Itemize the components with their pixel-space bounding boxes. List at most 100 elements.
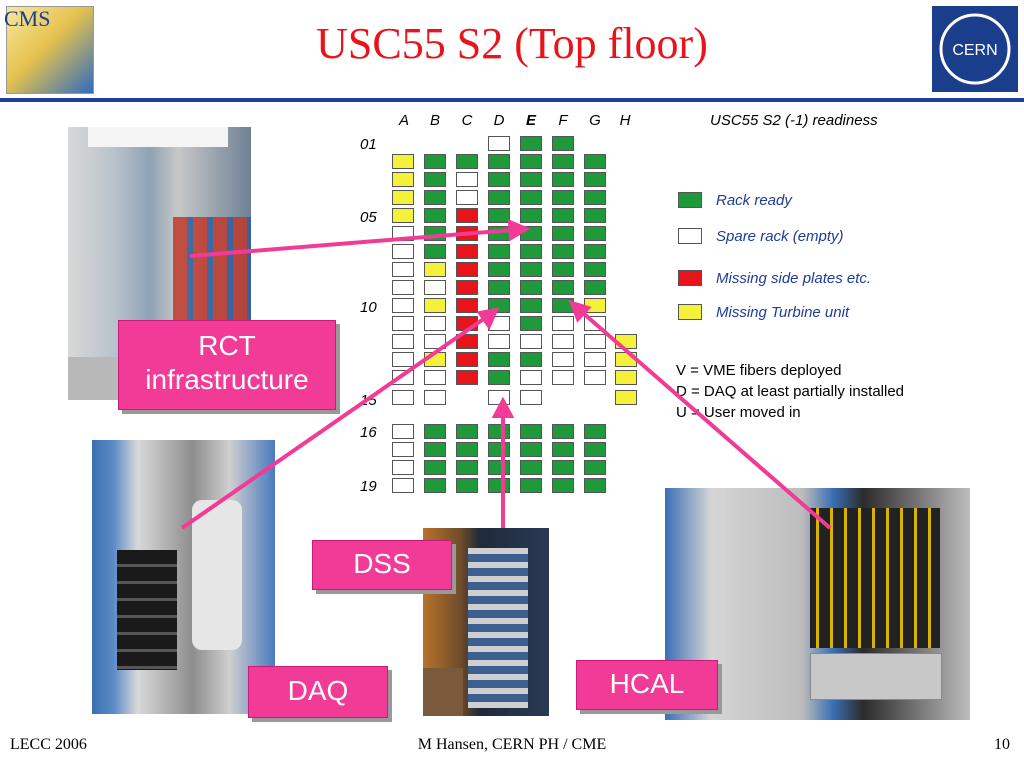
rack-cell	[424, 478, 446, 493]
slide-title: USC55 S2 (Top floor)	[316, 19, 708, 68]
legend-swatch-spare	[678, 228, 702, 244]
footer-event: LECC 2006	[10, 736, 87, 753]
rack-cell	[584, 460, 606, 475]
rack-cell	[424, 370, 446, 385]
rack-cell	[552, 280, 574, 295]
rack-cell	[424, 460, 446, 475]
rack-cell	[456, 478, 478, 493]
rack-cell	[615, 370, 637, 385]
column-label-h: H	[619, 112, 631, 129]
rack-cell	[456, 262, 478, 277]
rack-cell	[584, 334, 606, 349]
arrow-daq	[180, 316, 487, 530]
rack-cell	[520, 334, 542, 349]
cms-logo-text: CMS	[4, 6, 51, 31]
column-label-d: D	[493, 112, 505, 129]
rack-cell	[488, 190, 510, 205]
rack-cell	[615, 390, 637, 405]
rack-cell	[456, 298, 478, 313]
rack-cell	[520, 390, 542, 405]
rack-cell	[424, 154, 446, 169]
rack-cell	[584, 244, 606, 259]
cms-logo	[6, 6, 94, 94]
column-label-a: A	[398, 112, 409, 129]
rack-cell	[552, 370, 574, 385]
rack-cell	[520, 316, 542, 331]
arrow-hcal	[581, 311, 832, 530]
rack-cell	[392, 244, 414, 259]
rack-cell	[488, 172, 510, 187]
callout-daq: DAQ	[248, 666, 388, 718]
rack-cell	[392, 172, 414, 187]
rack-cell	[392, 298, 414, 313]
rack-cell	[552, 190, 574, 205]
rack-cell	[584, 226, 606, 241]
rack-cell	[520, 352, 542, 367]
rack-cell	[424, 334, 446, 349]
rack-cell	[584, 478, 606, 493]
rack-cell	[392, 316, 414, 331]
diagram-heading: USC55 S2 (-1) readiness	[710, 112, 878, 129]
rack-cell	[488, 352, 510, 367]
rack-cell	[456, 280, 478, 295]
legend-swatch-ready	[678, 192, 702, 208]
rack-cell	[488, 136, 510, 151]
rack-cell	[584, 352, 606, 367]
rack-cell	[392, 262, 414, 277]
legend-label-spare: Spare rack (empty)	[716, 228, 844, 245]
rack-cell	[424, 316, 446, 331]
rack-cell	[520, 478, 542, 493]
rack-cell	[584, 424, 606, 439]
rack-cell	[392, 424, 414, 439]
rack-cell	[520, 280, 542, 295]
rack-cell	[424, 244, 446, 259]
rack-cell	[424, 280, 446, 295]
rack-cell	[552, 460, 574, 475]
rack-cell	[392, 460, 414, 475]
footer-author: M Hansen, CERN PH / CME	[417, 736, 607, 753]
rack-cell	[552, 136, 574, 151]
rack-cell	[456, 172, 478, 187]
legend-label-ready: Rack ready	[716, 192, 792, 209]
rack-cell	[392, 208, 414, 223]
rack-cell	[456, 442, 478, 457]
arrow-dss-head	[491, 396, 515, 418]
rack-cell	[552, 334, 574, 349]
rack-cell	[456, 370, 478, 385]
row-label-01: 01	[360, 136, 377, 153]
rack-cell	[552, 208, 574, 223]
rack-cell	[520, 244, 542, 259]
rack-cell	[392, 190, 414, 205]
column-label-c: C	[461, 112, 473, 129]
rack-cell	[456, 190, 478, 205]
rack-cell	[424, 424, 446, 439]
cern-logo-text: CERN	[952, 42, 997, 59]
rack-cell	[392, 442, 414, 457]
rack-cell	[584, 280, 606, 295]
rack-cell	[584, 262, 606, 277]
rack-cell	[424, 172, 446, 187]
rack-cell	[552, 424, 574, 439]
rack-cell	[520, 424, 542, 439]
note-daq: D = DAQ at least partially installed	[676, 383, 905, 400]
legend-swatch-side-plates	[678, 270, 702, 286]
callout-dss: DSS	[312, 540, 452, 590]
rack-cell	[552, 352, 574, 367]
rack-cell	[488, 208, 510, 223]
rack-cell	[552, 244, 574, 259]
rack-cell	[552, 172, 574, 187]
arrow-rct-head	[507, 218, 531, 242]
rack-cell	[392, 478, 414, 493]
column-label-f: F	[558, 112, 568, 129]
rack-cell	[584, 370, 606, 385]
legend-swatch-turbine	[678, 304, 702, 320]
rack-cell	[552, 478, 574, 493]
rack-cell	[456, 352, 478, 367]
row-label-10: 10	[360, 299, 377, 316]
rack-cell	[456, 424, 478, 439]
rack-cell	[424, 190, 446, 205]
rack-cell	[456, 460, 478, 475]
footer-page-number: 10	[994, 736, 1010, 753]
rack-cell	[456, 154, 478, 169]
